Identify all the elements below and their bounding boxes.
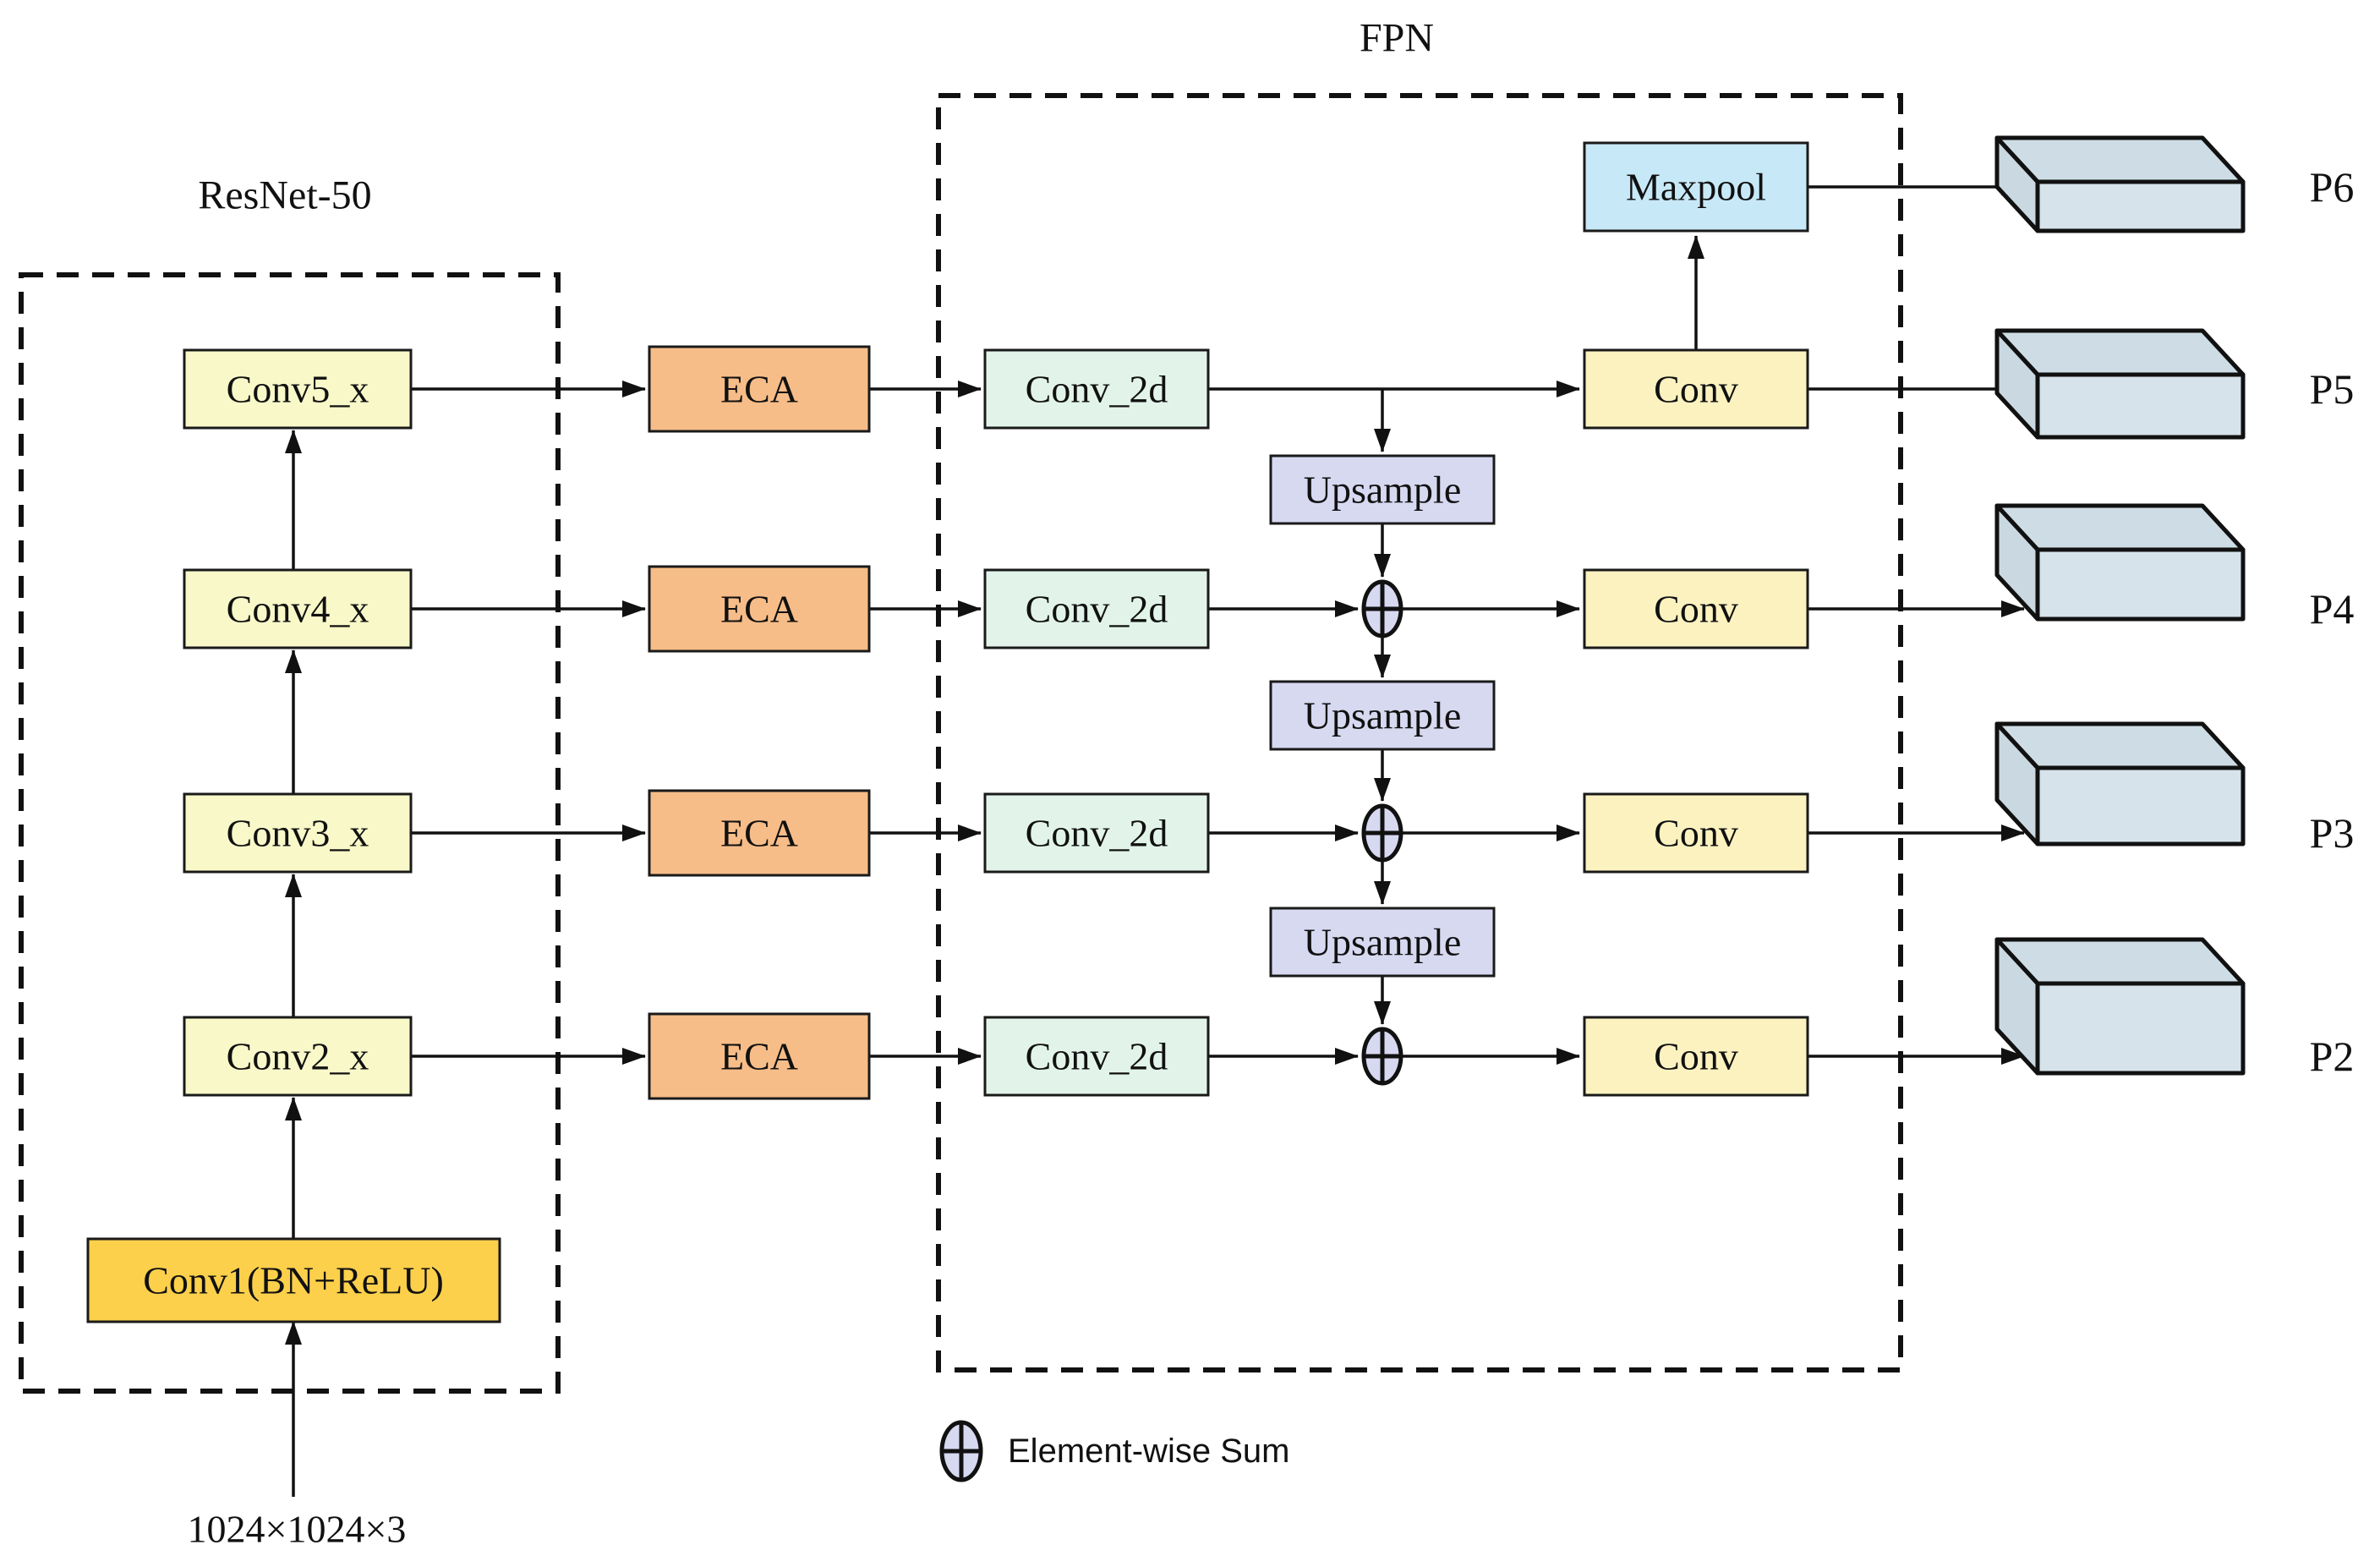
cube-p5-front xyxy=(2035,372,2246,440)
maxpool-label: Maxpool xyxy=(1626,166,1766,209)
conv2d-label-row1: Conv_2d xyxy=(1026,368,1168,411)
conv2d-box-row1: Conv_2d xyxy=(983,348,1210,430)
backbone-block-conv4x: Conv4_x xyxy=(183,568,413,649)
cube-p4 xyxy=(1994,503,2246,622)
cube-p4-front xyxy=(2035,547,2246,622)
conv3x-label: Conv3_x xyxy=(227,812,369,855)
p5-label: P5 xyxy=(2310,365,2355,413)
maxpool-rect xyxy=(1583,141,1809,233)
conv4x-box xyxy=(183,568,413,649)
cube-p6-front xyxy=(2035,179,2246,233)
input-size-label: 1024×1024×3 xyxy=(188,1508,407,1551)
upsample-label-1: Upsample xyxy=(1304,468,1462,512)
conv2d-label-row2: Conv_2d xyxy=(1026,588,1168,631)
p3-label: P3 xyxy=(2310,809,2355,857)
conv-label-row1: Conv xyxy=(1654,368,1738,411)
backbone-block-conv2x: Conv2_x xyxy=(183,1016,413,1097)
conv2d-rect-row1 xyxy=(983,348,1210,430)
eca-rect-row4 xyxy=(648,1012,871,1100)
p2-label: P2 xyxy=(2310,1033,2355,1080)
conv2d-rect-row4 xyxy=(983,1016,1210,1097)
eca-box-row1: ECA xyxy=(648,345,871,433)
conv-box-row1: Conv xyxy=(1583,348,1809,430)
eca-label-row1: ECA xyxy=(720,368,798,411)
conv-box-row3: Conv xyxy=(1583,792,1809,874)
conv2d-rect-row2 xyxy=(983,568,1210,649)
conv-rect-row4 xyxy=(1583,1016,1809,1097)
fpn-title: FPN xyxy=(1360,16,1434,61)
conv2d-label-row4: Conv_2d xyxy=(1026,1035,1168,1078)
conv-box-row4: Conv xyxy=(1583,1016,1809,1097)
cube-p3 xyxy=(1994,721,2246,846)
eca-label-row3: ECA xyxy=(720,812,798,855)
p6-label: P6 xyxy=(2310,163,2355,211)
upsample-box-3: Upsample xyxy=(1269,907,1496,978)
conv2d-box-row4: Conv_2d xyxy=(983,1016,1210,1097)
conv-rect-row2 xyxy=(1583,568,1809,649)
upsample-box-1: Upsample xyxy=(1269,454,1496,525)
conv-label-row4: Conv xyxy=(1654,1035,1738,1078)
upsample-label-2: Upsample xyxy=(1304,694,1462,737)
legend: Element-wise Sum xyxy=(939,1420,1289,1482)
element-wise-sum-icon xyxy=(939,1420,983,1482)
conv2d-label-row3: Conv_2d xyxy=(1026,812,1168,855)
cube-p2 xyxy=(1994,937,2246,1076)
sum-node-1 xyxy=(1361,579,1403,638)
upsample-rect-1 xyxy=(1269,454,1496,525)
upsample-box-2: Upsample xyxy=(1269,680,1496,751)
sum-node-3 xyxy=(1361,1027,1403,1086)
eca-box-row3: ECA xyxy=(648,789,871,877)
p4-label: P4 xyxy=(2310,585,2355,633)
conv4x-label: Conv4_x xyxy=(227,588,369,631)
cube-p2-front xyxy=(2035,981,2246,1076)
eca-box-row4: ECA xyxy=(648,1012,871,1100)
conv2d-box-row3: Conv_2d xyxy=(983,792,1210,874)
eca-rect-row3 xyxy=(648,789,871,877)
backbone-block-conv3x: Conv3_x xyxy=(183,792,413,874)
conv2x-box xyxy=(183,1016,413,1097)
conv-label-row3: Conv xyxy=(1654,812,1738,855)
conv5x-label: Conv5_x xyxy=(227,368,369,411)
conv5x-box xyxy=(183,348,413,430)
conv-label-row2: Conv xyxy=(1654,588,1738,631)
conv2d-box-row2: Conv_2d xyxy=(983,568,1210,649)
eca-rect-row2 xyxy=(648,565,871,653)
resnet-dashed-box xyxy=(19,272,561,1394)
cube-p6 xyxy=(1994,135,2246,233)
conv-rect-row3 xyxy=(1583,792,1809,874)
upsample-rect-3 xyxy=(1269,907,1496,978)
eca-label-row2: ECA xyxy=(720,588,798,631)
conv3x-box xyxy=(183,792,413,874)
upsample-label-3: Upsample xyxy=(1304,921,1462,964)
resnet-title: ResNet-50 xyxy=(198,173,371,218)
conv1-box xyxy=(86,1237,501,1323)
backbone-stem: Conv1(BN+ReLU) xyxy=(86,1237,501,1323)
sum-node-2 xyxy=(1361,803,1403,863)
upsample-rect-2 xyxy=(1269,680,1496,751)
backbone-block-conv5x: Conv5_x xyxy=(183,348,413,430)
conv2x-label: Conv2_x xyxy=(227,1035,369,1078)
eca-rect-row1 xyxy=(648,345,871,433)
conv2d-rect-row3 xyxy=(983,792,1210,874)
conv1-label: Conv1(BN+ReLU) xyxy=(143,1259,444,1302)
cube-p3-front xyxy=(2035,765,2246,846)
conv-box-row2: Conv xyxy=(1583,568,1809,649)
eca-box-row2: ECA xyxy=(648,565,871,653)
fpn-dashed-box xyxy=(936,93,1903,1372)
eca-label-row4: ECA xyxy=(720,1035,798,1078)
conv-rect-row1 xyxy=(1583,348,1809,430)
cube-p5 xyxy=(1994,328,2246,440)
legend-label: Element-wise Sum xyxy=(1008,1433,1289,1470)
maxpool-box: Maxpool xyxy=(1583,141,1809,233)
